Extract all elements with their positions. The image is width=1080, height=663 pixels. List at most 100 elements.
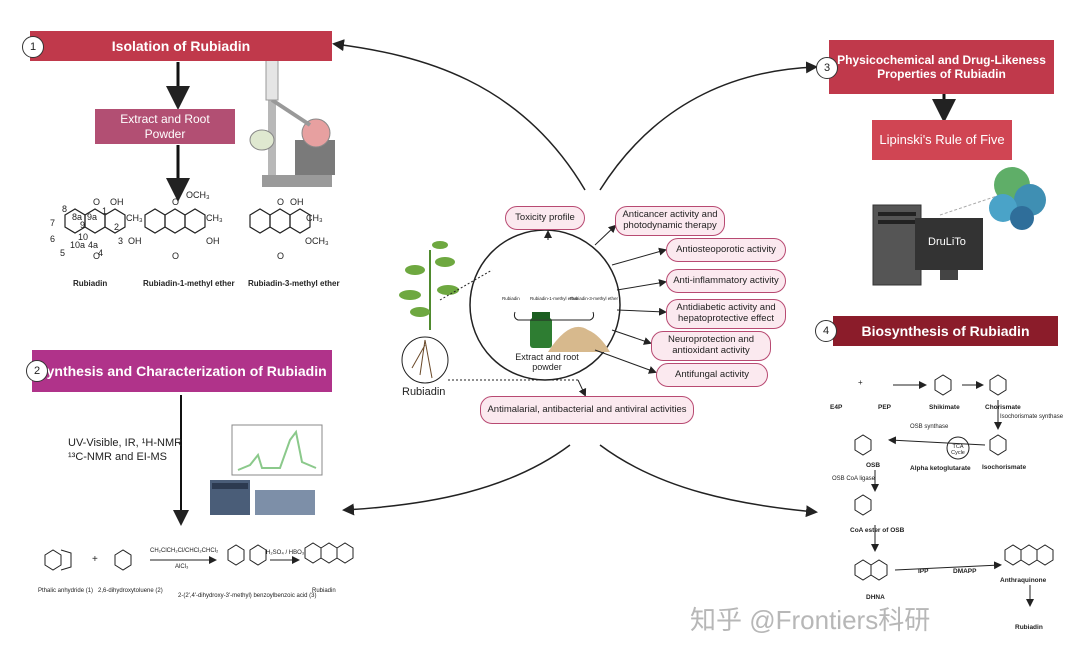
protein-structure-icon bbox=[989, 167, 1046, 230]
watermark-text: 知乎 @Frontiers科研 bbox=[690, 605, 931, 635]
atom-ch3-1: CH₃ bbox=[126, 213, 143, 223]
biosynthesis-title: Biosynthesis of Rubiadin bbox=[861, 323, 1030, 339]
atom-oh-3: OH bbox=[128, 236, 142, 246]
biosynthesis-structure-drawings bbox=[854, 374, 1054, 581]
arrow-to-biosynthesis bbox=[599, 444, 818, 518]
numbering-1: 1 bbox=[102, 206, 108, 216]
numbering-2: 2 bbox=[114, 222, 120, 232]
arrow-to-synthesis bbox=[342, 444, 571, 516]
numbering-7: 7 bbox=[50, 218, 56, 228]
enzyme-osb-coa-ligase: OSB CoA ligase bbox=[832, 476, 876, 482]
numbering-10a: 10a bbox=[70, 240, 86, 250]
lipinski-label: Lipinski's Rule of Five bbox=[879, 132, 1005, 148]
numbering-9a: 9a bbox=[87, 212, 98, 222]
compound-alpha-ketoglutarate: Alpha ketoglutarate bbox=[910, 465, 971, 472]
drulito-label: DruLiTo bbox=[928, 236, 966, 248]
isolation-title: Isolation of Rubiadin bbox=[111, 38, 251, 54]
compound-chorismate: Chorismate bbox=[985, 404, 1021, 411]
rubiadin-structure-drawings bbox=[64, 208, 311, 234]
pill-antiosteoporotic: Antiosteoporotic activity bbox=[666, 238, 786, 262]
atom-ch3-2: CH₃ bbox=[206, 213, 223, 223]
compound-isochorismate: Isochorismate bbox=[982, 464, 1027, 471]
compound-osb: OSB bbox=[866, 462, 881, 469]
compound-ipp: IPP bbox=[918, 568, 929, 575]
techniques-line-1: UV-Visible, IR, ¹H-NMR bbox=[68, 437, 183, 449]
arrow-to-isolation bbox=[332, 39, 586, 191]
compound-shikimate: Shikimate bbox=[929, 404, 960, 411]
pill-antimalarial: Antimalarial, antibacterial and antivira… bbox=[480, 396, 694, 424]
bio-plus-sign: + bbox=[858, 378, 863, 387]
atom-o-top-3: O bbox=[277, 197, 285, 207]
numbering-3: 3 bbox=[118, 236, 124, 246]
atom-och3-3: OCH₃ bbox=[305, 236, 329, 246]
atom-o-bottom-3: O bbox=[277, 251, 285, 261]
atom-oh-4: OH bbox=[290, 197, 304, 207]
isolation-banner: Isolation of Rubiadin bbox=[30, 31, 332, 61]
extract-jar-icon bbox=[530, 312, 552, 348]
arrow-to-properties bbox=[599, 61, 818, 191]
atom-ch3-3: CH₃ bbox=[306, 213, 323, 223]
rubiadin-label: Rubiadin bbox=[73, 279, 108, 288]
numbering-4a: 4a bbox=[88, 240, 99, 250]
compound-anthraquinone: Anthraquinone bbox=[1000, 577, 1047, 584]
mini-label-methyl1: Rubiadin-1-methyl ether bbox=[530, 296, 579, 301]
rotary-evaporator-icon bbox=[249, 59, 335, 187]
atom-o-top-2: O bbox=[172, 197, 180, 207]
computer-icon bbox=[872, 194, 1001, 286]
numbering-10: 10 bbox=[78, 232, 89, 242]
pill-neuroprotection: Neuroprotection and antioxidant activity bbox=[651, 331, 771, 361]
root-powder-icon bbox=[548, 326, 610, 352]
compound-rubiadin-bio: Rubiadin bbox=[1015, 624, 1043, 631]
section-number-3: 3 bbox=[816, 57, 838, 79]
numbering-9: 9 bbox=[80, 220, 86, 230]
plant-rubiadin-label: Rubiadin bbox=[402, 386, 446, 398]
atom-oh-1: OH bbox=[110, 197, 124, 207]
plus-sign: + bbox=[92, 554, 98, 565]
condition-2: H₂SO₄ / HBO₃ bbox=[266, 550, 305, 556]
atom-o-bottom-2: O bbox=[172, 251, 180, 261]
section-number-4: 4 bbox=[815, 320, 837, 342]
mini-label-methyl3: Rubiadin-3-methyl ether bbox=[570, 296, 619, 301]
compound-coa-ester: CoA ester of OSB bbox=[850, 527, 905, 534]
properties-title: Physicochemical and Drug-Likeness Proper… bbox=[837, 52, 1046, 81]
extract-root-powder-label: Extract and root powder bbox=[515, 352, 579, 373]
intermediate-label: 2-(2',4'-dihydroxy-3'-methyl) benzoylben… bbox=[178, 593, 317, 599]
pill-antidiabetic: Antidiabetic activity and hepatoprotecti… bbox=[666, 299, 786, 329]
numbering-6: 6 bbox=[50, 234, 56, 244]
plant-icon bbox=[399, 241, 459, 384]
numbering-8a: 8a bbox=[72, 212, 83, 222]
section-number-2: 2 bbox=[26, 360, 48, 382]
techniques-text: UV-Visible, IR, ¹H-NMR ¹³C-NMR and EI-MS bbox=[68, 437, 182, 465]
numbering-5: 5 bbox=[60, 248, 66, 258]
pill-anticancer: Anticancer activity and photodynamic the… bbox=[615, 206, 725, 236]
hplc-instrument-icon bbox=[210, 424, 323, 515]
rubiadin-3-methyl-ether-label: Rubiadin-3-methyl ether bbox=[248, 279, 340, 288]
section-number-1: 1 bbox=[22, 36, 44, 58]
pill-antifungal: Antifungal activity bbox=[656, 363, 768, 387]
reagent-2-label: 2,6-dihydroxytoluene (2) bbox=[98, 588, 163, 594]
condition-1-top: CH₂ClCH₂Cl/CHCl₂CHCl₂ bbox=[150, 548, 219, 554]
atom-och3-2: OCH₃ bbox=[186, 190, 210, 200]
pill-toxicity: Toxicity profile bbox=[505, 206, 585, 230]
pill-anti-inflammatory: Anti-inflammatory activity bbox=[666, 269, 786, 293]
lipinski-box: Lipinski's Rule of Five bbox=[872, 120, 1012, 160]
compound-dhna: DHNA bbox=[866, 594, 885, 601]
numbering-4: 4 bbox=[98, 248, 104, 258]
rubiadin-1-methyl-ether-label: Rubiadin-1-methyl ether bbox=[143, 279, 235, 288]
properties-banner: Physicochemical and Drug-Likeness Proper… bbox=[829, 40, 1054, 94]
enzyme-isochorismate-synthase: Isochorismate synthase bbox=[1000, 414, 1064, 420]
atom-oh-2: OH bbox=[206, 236, 220, 246]
extract-powder-label: Extract and Root Powder bbox=[120, 112, 210, 141]
compound-dmapp: DMAPP bbox=[953, 568, 977, 575]
condition-1-bottom: AlCl₃ bbox=[175, 564, 189, 570]
compound-e4p: E4P bbox=[830, 404, 843, 411]
enzyme-osb-synthase: OSB synthase bbox=[910, 424, 949, 430]
atom-o-bottom-1: O bbox=[93, 251, 101, 261]
synthesis-title: Synthesis and Characterization of Rubiad… bbox=[37, 363, 327, 379]
product-label: Rubiadin bbox=[312, 588, 336, 594]
synthesis-structure-drawings bbox=[44, 542, 354, 571]
numbering-8: 8 bbox=[62, 204, 68, 214]
atom-o-top-1: O bbox=[93, 197, 101, 207]
extract-powder-box: Extract and Root Powder bbox=[95, 109, 235, 144]
